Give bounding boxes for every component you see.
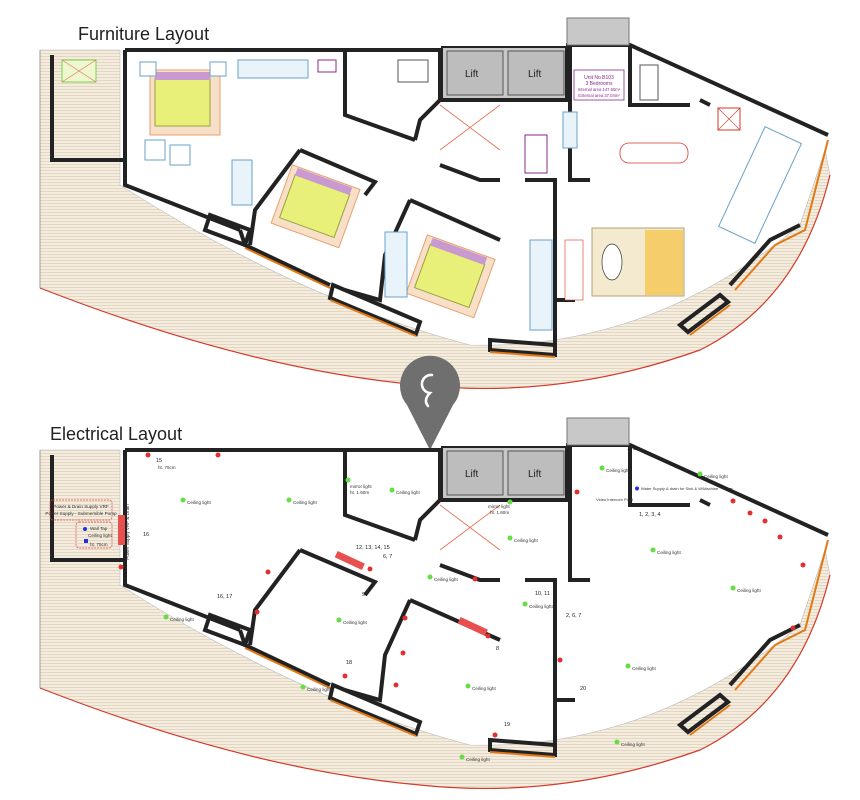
height-label: ht. 75cm xyxy=(90,542,108,547)
ceiling-light-marker: Ceiling light xyxy=(730,585,761,593)
svg-text:Ceiling light: Ceiling light xyxy=(170,617,194,622)
svg-text:Ceiling light: Ceiling light xyxy=(187,500,211,505)
svg-text:Ceiling light: Ceiling light xyxy=(737,588,761,593)
ceiling-light-marker: Ceiling light xyxy=(507,535,538,543)
svg-text:ht. 1.60m: ht. 1.60m xyxy=(490,510,509,515)
circuit-label: 20 xyxy=(580,686,586,692)
svg-text:Ceiling light: Ceiling light xyxy=(396,490,420,495)
video-intercom-note: Video Intercom Point xyxy=(596,497,634,502)
water-supply-note: Water Supply & drain for Sink & W/Machin… xyxy=(641,486,719,491)
circuit-label: 6, 7 xyxy=(383,554,392,560)
svg-text:Ceiling light: Ceiling light xyxy=(293,500,317,505)
svg-text:Ceiling light: Ceiling light xyxy=(307,687,331,692)
circuit-label: 9 xyxy=(362,592,365,598)
circuit-numbers: 15 ht. 75cm 12, 13, 14, 15 6, 7 9 10, 11… xyxy=(143,446,733,728)
note-power-pump: Power Supply - Submersible Pump xyxy=(45,511,117,516)
electrical-layout: Electrical Layout Lift Lift Power & Drai… xyxy=(38,416,832,791)
unit-number: Unit No B103 xyxy=(584,75,614,81)
ceiling-light-marker: Ceiling light xyxy=(625,663,656,671)
svg-text:Ceiling light: Ceiling light xyxy=(343,620,367,625)
svg-text:Power Supply VRF & Drain: Power Supply VRF & Drain xyxy=(125,504,130,560)
ceiling-light-marker: Ceiling light xyxy=(300,684,331,692)
ceiling-light-marker: Ceiling light xyxy=(614,739,645,747)
ceiling-light-marker: Ceiling light xyxy=(465,683,496,691)
height-label: ht. 75cm xyxy=(158,465,176,470)
circuit-label: 8 xyxy=(496,646,499,652)
electrical-layout-title: Electrical Layout xyxy=(50,424,182,444)
power-supply-strip xyxy=(334,550,365,570)
unit-info-box: Unit No B103 3 Bedrooms Internal area 14… xyxy=(573,69,625,101)
ceiling-light-marker: Ceiling light xyxy=(180,497,211,505)
ceiling-lights: Ceiling light Ceiling light Ceiling ligh… xyxy=(163,465,761,762)
svg-text:Ceiling light: Ceiling light xyxy=(514,538,538,543)
svg-text:Ceiling light: Ceiling light xyxy=(657,550,681,555)
ceiling-light-marker: Ceiling light xyxy=(389,487,420,495)
svg-text:Ceiling light: Ceiling light xyxy=(529,604,553,609)
ceiling-light-label: Ceiling light xyxy=(88,533,112,538)
ceiling-light-marker: Ceiling light xyxy=(336,617,367,625)
lift-label: Lift xyxy=(528,469,542,480)
unit-bedrooms: 3 Bedrooms xyxy=(586,81,613,87)
water-supply-marker xyxy=(635,486,639,491)
ceiling-light-marker: Ceiling light xyxy=(163,614,194,622)
svg-text:Ceiling light: Ceiling light xyxy=(606,468,630,473)
svg-text:Ceiling light: Ceiling light xyxy=(466,757,490,762)
socket-markers xyxy=(118,452,806,738)
circuit-label: 18 xyxy=(346,660,352,666)
ceiling-light-marker: Ceiling light xyxy=(650,547,681,555)
svg-text:Ceiling light: Ceiling light xyxy=(434,577,458,582)
lift-label: Lift xyxy=(528,69,542,80)
circuit-label: 12, 13, 14, 15 xyxy=(356,545,390,551)
circuit-label: 1, 2 xyxy=(627,446,636,452)
furniture-items xyxy=(61,59,803,331)
ceiling-light-marker: Ceiling light xyxy=(427,574,458,582)
svg-text:Ceiling light: Ceiling light xyxy=(472,686,496,691)
circuit-label: 16, 17 xyxy=(217,594,232,600)
ceiling-light-marker: Ceiling light xyxy=(599,465,630,473)
svg-text:Ceiling light: Ceiling light xyxy=(704,474,728,479)
wall-tap-label: Wall Tap xyxy=(90,526,108,531)
circuit-label: 15 xyxy=(156,458,162,464)
circuit-label: 2, 6, 7 xyxy=(566,613,581,619)
circuit-label: 1, 2, 3, 4 xyxy=(639,512,660,518)
svg-text:Ceiling light: Ceiling light xyxy=(632,666,656,671)
svg-text:Ceiling light: Ceiling light xyxy=(621,742,645,747)
circuit-label: 16 xyxy=(143,532,149,538)
ceiling-light-marker: Ceiling light xyxy=(459,754,490,762)
svg-text:mirror light: mirror light xyxy=(488,504,510,509)
lift-label: Lift xyxy=(465,469,479,480)
note-power-drain: Power & Drain Supply VRF xyxy=(53,504,109,509)
furniture-layout: Furniture Layout Lift Lift Unit No B103 … xyxy=(38,16,832,391)
power-supply-strip xyxy=(457,616,488,636)
location-pin-icon xyxy=(400,355,461,450)
power-supply-strip: Power Supply VRF & Drain xyxy=(118,504,130,560)
furniture-layout-title: Furniture Layout xyxy=(78,24,209,44)
lift-label: Lift xyxy=(465,69,479,80)
unit-internal-area: Internal area 147.60m² xyxy=(578,87,621,92)
svg-text:mirror light: mirror light xyxy=(350,484,372,489)
ceiling-light-marker: Ceiling light xyxy=(286,497,317,505)
balcony-electrical-notes: Power & Drain Supply VRF Power Supply - … xyxy=(45,499,117,549)
ceiling-light-marker: Ceiling light xyxy=(522,601,553,609)
ceiling-light-marker: Ceiling light xyxy=(697,471,728,479)
circuit-label: 10, 11 xyxy=(535,591,550,597)
unit-external-area: External area 37.04m² xyxy=(578,93,620,98)
svg-text:ht. 1.60m: ht. 1.60m xyxy=(350,490,369,495)
circuit-label: 5 xyxy=(730,488,733,494)
circuit-label: 19 xyxy=(504,722,510,728)
